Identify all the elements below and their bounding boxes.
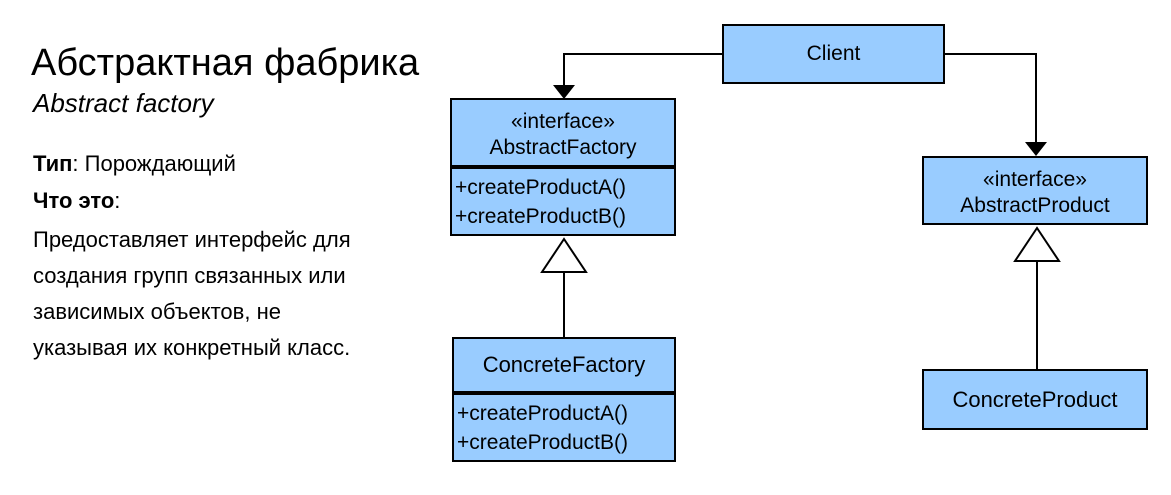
arrowhead-client-abstractfactory <box>553 85 575 99</box>
class-header-abstract-factory: «interface» AbstractFactory <box>450 98 676 167</box>
class-name-concrete-factory: ConcreteFactory <box>482 352 646 377</box>
methods-abstract-factory: +createProductA() +createProductB() <box>450 167 676 236</box>
class-box-abstract-product: «interface» AbstractProduct <box>922 156 1148 225</box>
class-header-concrete-factory: ConcreteFactory <box>452 337 676 393</box>
methods-concrete-factory: +createProductA() +createProductB() <box>452 393 676 462</box>
class-name-abstract-factory: AbstractFactory <box>489 136 637 159</box>
stereotype-abstract-product: «interface» <box>983 168 1087 191</box>
class-name-abstract-product: AbstractProduct <box>960 194 1110 217</box>
page-subtitle: Abstract factory <box>33 88 214 118</box>
arrowhead-client-abstractproduct <box>1025 142 1047 156</box>
class-box-concrete-product: ConcreteProduct <box>922 369 1148 430</box>
method-item: +createProductB() <box>455 205 626 228</box>
association-client-abstractfactory <box>563 53 722 86</box>
pattern-meta: Тип: Порождающий Что это: <box>33 145 236 219</box>
class-name-client: Client <box>806 42 861 65</box>
class-box-client: Client <box>722 24 945 84</box>
method-item: +createProductA() <box>455 176 626 199</box>
description-line: создания групп связанных или <box>33 263 346 288</box>
method-item: +createProductA() <box>457 402 628 425</box>
description-line: Предоставляет интерфейс для <box>33 227 351 252</box>
pattern-what-label: Что это <box>33 188 115 213</box>
generalization-concreteproduct-triangle <box>1013 226 1061 262</box>
class-name-concrete-product: ConcreteProduct <box>952 386 1118 412</box>
page-title: Абстрактная фабрика <box>31 42 420 84</box>
pattern-type-line: Тип: Порождающий <box>33 145 236 182</box>
stereotype-abstract-factory: «interface» <box>511 110 615 133</box>
pattern-type-label: Тип <box>33 151 73 176</box>
pattern-type-value: : Порождающий <box>72 151 236 176</box>
description-line: зависимых объектов, не <box>33 299 281 324</box>
generalization-concretefactory-triangle <box>540 237 588 273</box>
class-box-abstract-factory: «interface» AbstractFactory +createProdu… <box>450 98 676 236</box>
method-item: +createProductB() <box>457 431 628 454</box>
class-box-concrete-factory: ConcreteFactory +createProductA() +creat… <box>452 337 676 462</box>
pattern-description: Предоставляет интерфейс для создания гру… <box>33 222 351 366</box>
pattern-what-line: Что это: <box>33 182 236 219</box>
description-line: указывая их конкретный класс. <box>33 335 351 360</box>
pattern-what-colon: : <box>114 188 121 213</box>
association-client-abstractproduct <box>945 53 1037 144</box>
